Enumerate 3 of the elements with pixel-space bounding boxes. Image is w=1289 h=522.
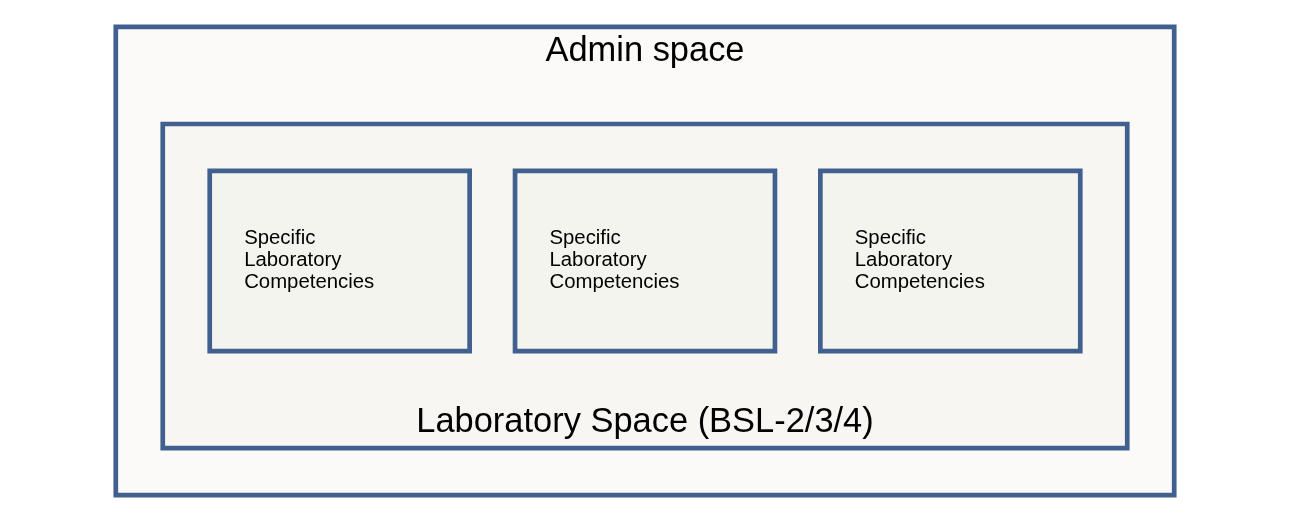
node-box: Specific Laboratory Competencies	[817, 168, 1083, 354]
node-box: Specific Laboratory Competencies	[206, 168, 472, 354]
node-box: Specific Laboratory Competencies	[512, 168, 777, 354]
